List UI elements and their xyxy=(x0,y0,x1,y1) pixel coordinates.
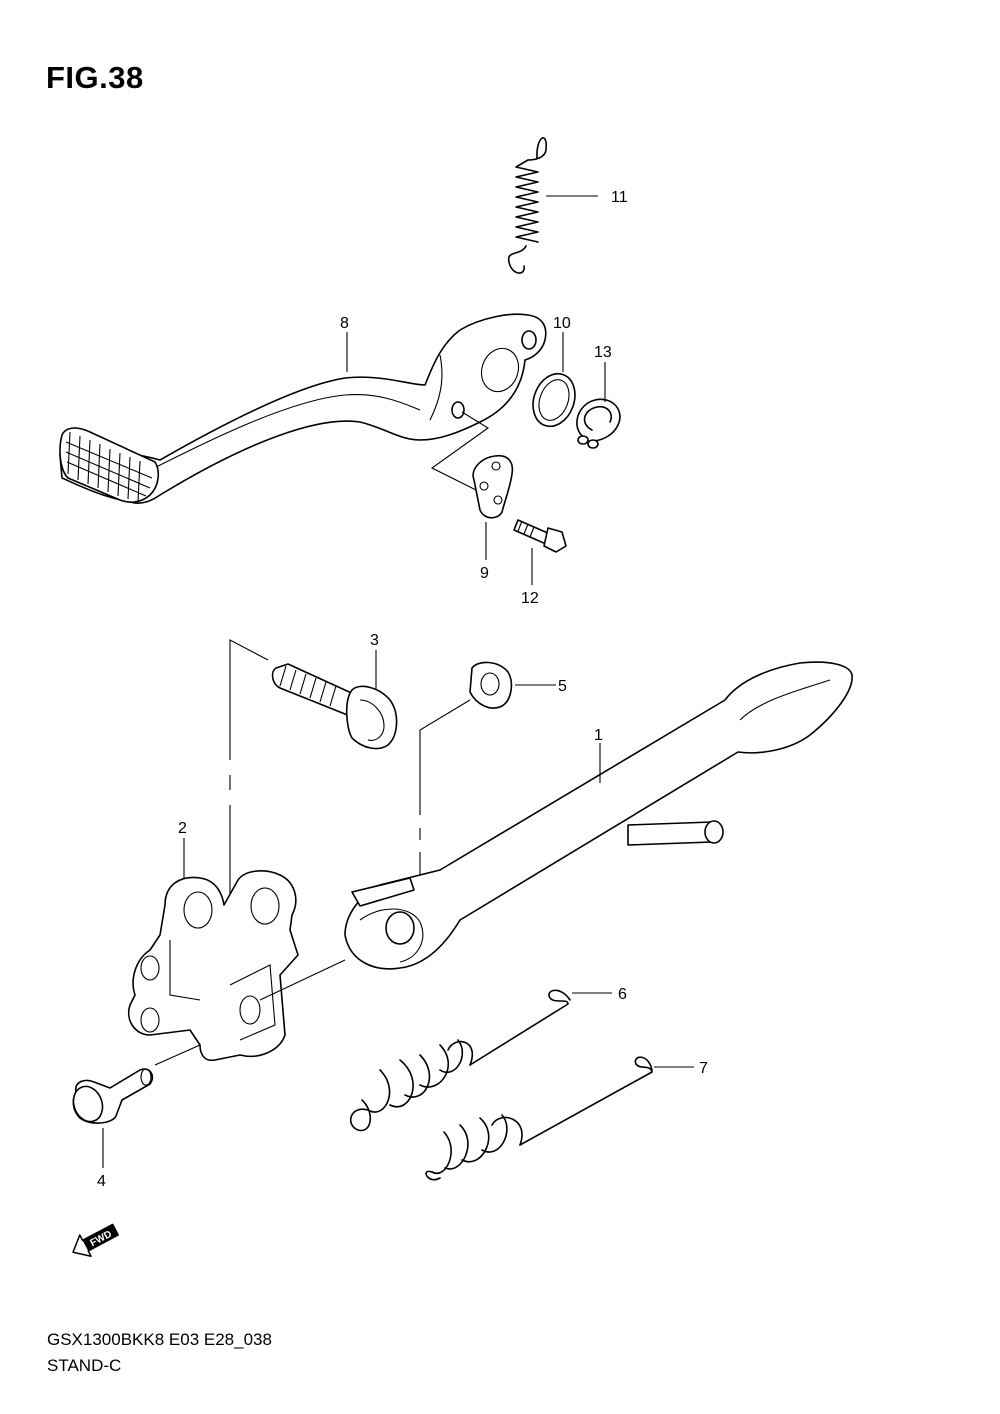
callout-13: 13 xyxy=(594,344,612,361)
callout-7: 7 xyxy=(699,1060,708,1077)
callout-12: 12 xyxy=(521,590,539,607)
callout-10: 10 xyxy=(553,315,571,332)
nut-part-5[interactable] xyxy=(469,661,513,709)
fwd-label: FWD xyxy=(88,1229,113,1249)
callout-3: 3 xyxy=(370,632,379,649)
figure-title: FIG.38 xyxy=(46,60,144,95)
lever-part-8[interactable] xyxy=(59,313,547,504)
drawing-name: STAND-C xyxy=(47,1356,122,1375)
callout-4: 4 xyxy=(97,1173,106,1190)
bracket-part-2[interactable] xyxy=(128,870,299,1062)
washer-part-10[interactable] xyxy=(526,368,582,432)
plate-part-9[interactable] xyxy=(472,454,514,519)
spring-part-11[interactable] xyxy=(507,137,547,274)
callout-1: 1 xyxy=(594,727,603,744)
circlip-part-13[interactable] xyxy=(576,398,621,449)
pivot-bolt-part-4[interactable] xyxy=(69,1068,154,1126)
callout-2: 2 xyxy=(178,820,187,837)
spring-part-7[interactable] xyxy=(425,1056,653,1181)
drawing-code: GSX1300BKK8 E03 E28_038 xyxy=(47,1330,272,1349)
callout-11: 11 xyxy=(611,189,628,206)
bolt-part-3[interactable] xyxy=(271,663,398,750)
callout-6: 6 xyxy=(618,986,627,1003)
callout-8: 8 xyxy=(340,315,349,332)
bolt-part-12[interactable] xyxy=(513,519,567,553)
spring-part-6[interactable] xyxy=(349,989,571,1132)
callout-9: 9 xyxy=(480,565,489,582)
fwd-arrow-icon: FWD xyxy=(72,1223,119,1257)
callout-5: 5 xyxy=(558,678,567,695)
side-stand-part-1[interactable] xyxy=(344,661,853,970)
